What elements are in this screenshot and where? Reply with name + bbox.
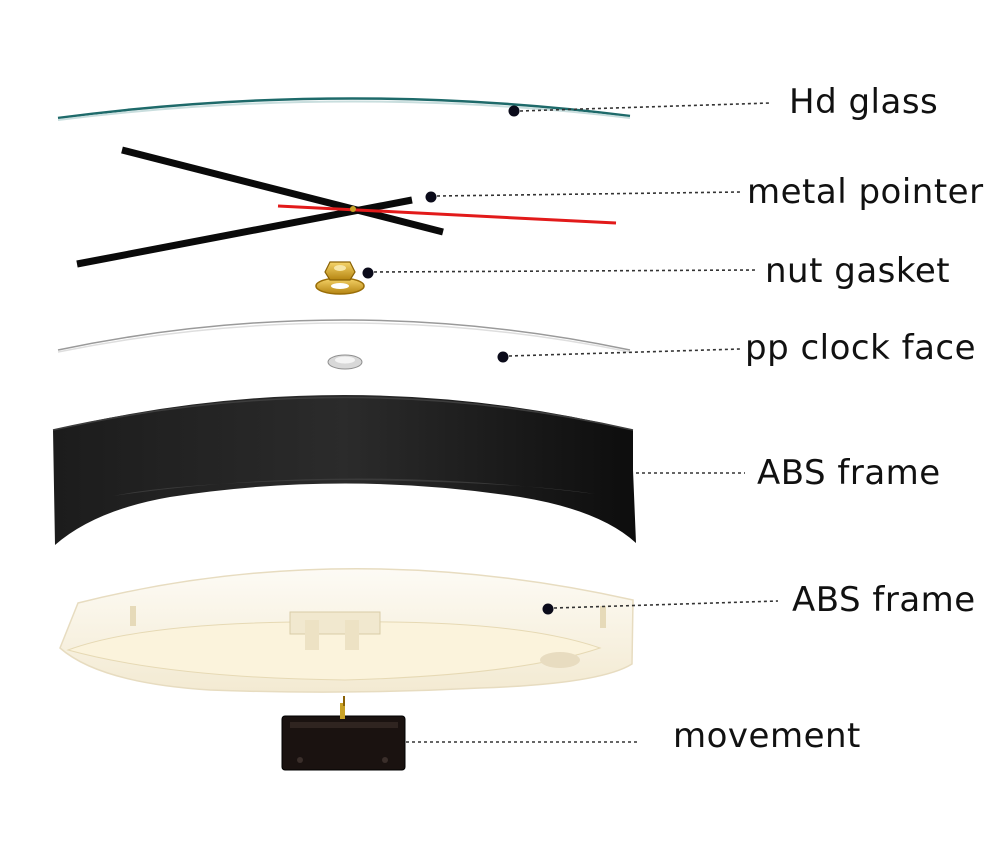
label-hd-glass: Hd glass [789, 82, 939, 122]
label-abs-frame-white: ABS frame [792, 580, 976, 620]
label-nut-gasket: nut gasket [765, 251, 951, 291]
label-metal-pointer: metal pointer [747, 172, 984, 212]
pp-clock-face-part [57, 319, 631, 370]
hd-glass-marker [508, 105, 520, 117]
hd-glass-part [57, 97, 631, 121]
metal-pointer-marker [425, 191, 437, 203]
metal-pointer-part [76, 146, 617, 268]
nut-gasket-part [315, 261, 365, 295]
movement-part [281, 696, 406, 771]
pp-clock-face-marker [497, 351, 509, 363]
abs-frame-white-part [59, 568, 634, 693]
label-abs-frame-black: ABS frame [757, 453, 941, 493]
label-pp-clock-face: pp clock face [745, 328, 977, 368]
abs-frame-white-marker [542, 603, 554, 615]
abs-frame-black-part [52, 395, 636, 545]
leader-lines [362, 102, 779, 743]
label-movement: movement [673, 716, 861, 756]
nut-gasket-marker [362, 267, 374, 279]
